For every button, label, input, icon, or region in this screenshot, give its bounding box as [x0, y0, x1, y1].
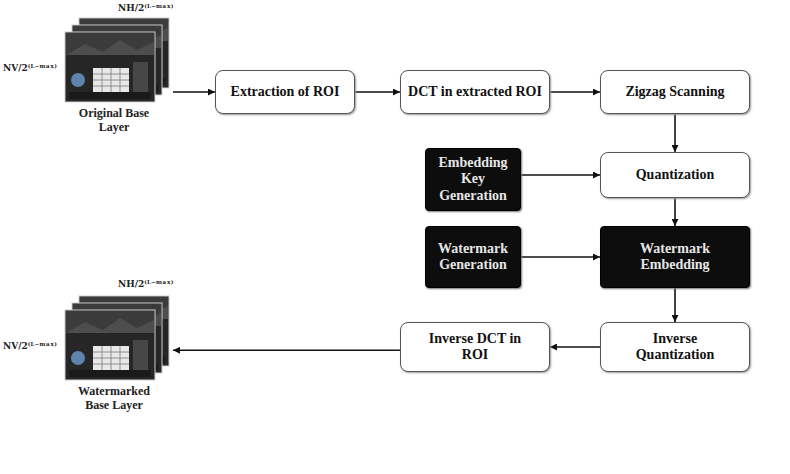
- process-box: DCT in extracted ROI: [400, 70, 550, 114]
- box-label: Watermark Generation: [433, 241, 513, 273]
- flow-arrow: [550, 346, 600, 348]
- video-frame-stack: [65, 296, 169, 380]
- flow-arrow: [674, 288, 676, 322]
- image-caption: Original Base Layer: [74, 107, 154, 135]
- process-box: Inverse Quantization: [600, 322, 750, 372]
- box-label: Embedding Key Generation: [433, 155, 513, 203]
- flow-arrow: [521, 256, 600, 258]
- box-label: Extraction of ROI: [231, 84, 340, 100]
- process-box: Quantization: [600, 152, 750, 198]
- highlight-process-box: Watermark Generation: [425, 226, 521, 288]
- image-spacer: [55, 10, 173, 105]
- highlight-process-box: Embedding Key Generation: [425, 148, 521, 211]
- box-label: Inverse Quantization: [620, 331, 730, 363]
- box-label: Zigzag Scanning: [625, 84, 724, 100]
- flow-arrow: [521, 174, 600, 176]
- box-label: Inverse DCT in ROI: [420, 331, 530, 363]
- dimension-label: NV/2⁽ᴸ⁻ᵐᵃˣ⁾: [3, 341, 57, 351]
- flow-arrow: [173, 91, 215, 93]
- process-box: Zigzag Scanning: [600, 70, 750, 114]
- dimension-label: NV/2⁽ᴸ⁻ᵐᵃˣ⁾: [3, 63, 57, 73]
- base-layer-image: Original Base Layer: [55, 10, 173, 135]
- dimension-label: NH/2⁽ᴸ⁻ᵐᵃˣ⁾: [118, 3, 173, 13]
- flow-arrow: [550, 91, 600, 93]
- box-label: Quantization: [636, 167, 715, 183]
- flow-arrow: [674, 198, 676, 226]
- box-label: DCT in extracted ROI: [408, 84, 542, 100]
- base-layer-image: Watermarked Base Layer: [55, 288, 173, 413]
- image-caption: Watermarked Base Layer: [66, 385, 162, 413]
- image-spacer: [55, 288, 173, 383]
- highlight-process-box: Watermark Embedding: [600, 226, 750, 288]
- video-frame-stack: [65, 18, 169, 102]
- process-box: Extraction of ROI: [215, 70, 355, 114]
- flow-arrow: [355, 91, 400, 93]
- box-label: Watermark Embedding: [625, 241, 725, 273]
- process-box: Inverse DCT in ROI: [400, 322, 550, 372]
- flow-arrow: [674, 114, 676, 152]
- flow-arrow: [173, 349, 400, 351]
- dimension-label: NH/2⁽ᴸ⁻ᵐᵃˣ⁾: [118, 279, 173, 289]
